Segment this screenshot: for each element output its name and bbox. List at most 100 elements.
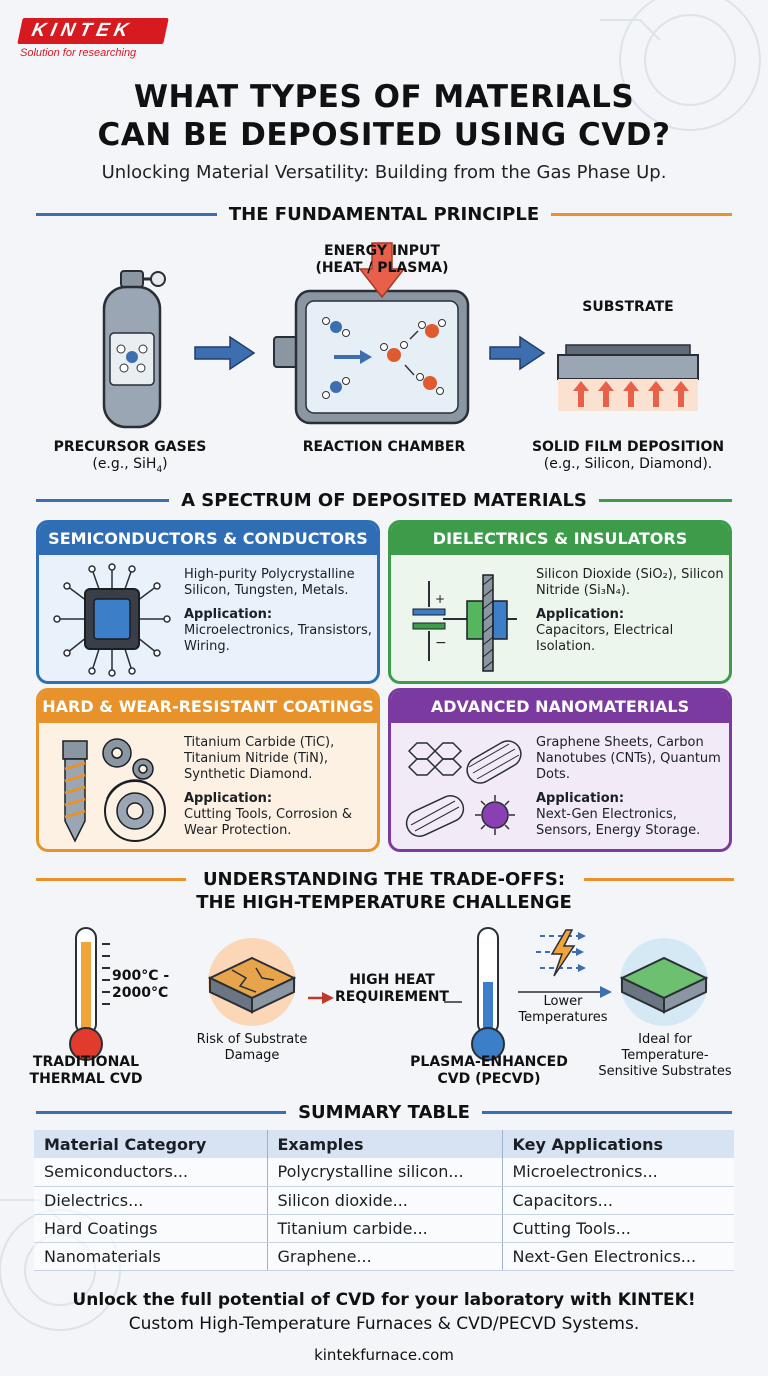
summary-heading: SUMMARY TABLE bbox=[298, 1101, 470, 1123]
tradeoffs-graphics bbox=[69, 927, 709, 1061]
card-app-label: Application: bbox=[536, 791, 625, 806]
chamber-label: REACTION CHAMBER bbox=[302, 439, 466, 455]
energy-line-1: ENERGY INPUT bbox=[324, 243, 440, 259]
table-row: Nanomaterials Graphene... Next-Gen Elect… bbox=[34, 1242, 734, 1271]
nanotube-icon bbox=[405, 795, 465, 837]
precursor-label: PRECURSOR GASES (e.g., SiH4) bbox=[40, 439, 220, 479]
table-header-row: Material Category Examples Key Applicati… bbox=[34, 1130, 734, 1158]
table-cell: Cutting Tools... bbox=[502, 1214, 734, 1243]
summary-table: Material Category Examples Key Applicati… bbox=[34, 1130, 734, 1271]
energy-line-2: (HEAT / PLASMA) bbox=[315, 260, 449, 276]
logo-tagline: Solution for researching bbox=[20, 47, 137, 59]
energy-arrow-icon bbox=[358, 242, 406, 299]
thermometer-hot-icon bbox=[69, 927, 110, 1061]
divider bbox=[584, 878, 734, 881]
divider bbox=[598, 498, 732, 502]
card-body: High-purity Polycrystalline Silicon, Tun… bbox=[39, 555, 377, 681]
substrate-label: SUBSTRATE bbox=[582, 299, 674, 315]
reaction-chamber-icon bbox=[273, 289, 470, 425]
card-hard-coatings: HARD & WEAR-RESISTANT COATINGS bbox=[36, 688, 380, 852]
ideal-line-3: Sensitive Substrates bbox=[598, 1064, 732, 1079]
table-row: Semiconductors... Polycrystalline silico… bbox=[34, 1158, 734, 1187]
card-materials: Silicon Dioxide (SiO₂), Silicon Nitride … bbox=[536, 567, 724, 598]
kintek-logo: KINTEK Solution for researching bbox=[17, 18, 169, 59]
divider bbox=[481, 1110, 732, 1114]
title-line-1: WHAT TYPES OF MATERIALS bbox=[133, 79, 635, 115]
lower-line-2: Temperatures bbox=[518, 1010, 608, 1025]
card-text: Titanium Carbide (TiC), Titanium Nitride… bbox=[184, 735, 374, 839]
pecvd-line-1: PLASMA-ENHANCED bbox=[410, 1054, 568, 1070]
card-title: ADVANCED NANOMATERIALS bbox=[391, 691, 729, 723]
tradeoffs-heading: UNDERSTANDING THE TRADE-OFFS: THE HIGH-T… bbox=[0, 868, 768, 914]
divider bbox=[551, 212, 733, 216]
capacitor-icon: + − bbox=[412, 574, 517, 672]
table-cell: Nanomaterials bbox=[34, 1242, 268, 1271]
drill-bit-icon bbox=[62, 740, 88, 843]
high-heat-label: HIGH HEAT REQUIREMENT bbox=[330, 972, 454, 1006]
drill-and-gears-icon bbox=[62, 738, 166, 843]
nanotube-icon bbox=[466, 740, 522, 784]
footer-website-link[interactable]: kintekfurnace.com bbox=[314, 1346, 454, 1364]
card-body: Graphene Sheets, Carbon Nanotubes (CNTs)… bbox=[391, 723, 729, 849]
card-app-label: Application: bbox=[184, 607, 273, 622]
card-materials: Titanium Carbide (TiC), Titanium Nitride… bbox=[184, 735, 335, 782]
tradeoffs-heading-2: THE HIGH-TEMPERATURE CHALLENGE bbox=[196, 892, 572, 913]
page-title: WHAT TYPES OF MATERIALS CAN BE DEPOSITED… bbox=[0, 78, 768, 154]
footer-products: Custom High-Temperature Furnaces & CVD/P… bbox=[128, 1314, 640, 1334]
gear-icon bbox=[102, 738, 154, 780]
temp-line-1: 900°C - bbox=[112, 968, 170, 984]
card-app-label: Application: bbox=[184, 791, 273, 806]
divider bbox=[36, 1110, 287, 1114]
title-line-2: CAN BE DEPOSITED USING CVD? bbox=[97, 117, 671, 153]
ideal-line-2: Temperature- bbox=[621, 1048, 709, 1063]
card-app: Capacitors, Electrical Isolation. bbox=[536, 623, 674, 654]
heat-line-1: HIGH HEAT bbox=[349, 972, 435, 988]
deposition-title: SOLID FILM DEPOSITION bbox=[531, 439, 725, 455]
card-semiconductors: SEMICONDUCTORS & CONDUCTORS High-purity … bbox=[36, 520, 380, 684]
section-heading-principle: THE FUNDAMENTAL PRINCIPLE bbox=[36, 202, 733, 226]
flow-arrow-icon bbox=[194, 335, 256, 371]
precursor-example-text: (e.g., SiH bbox=[92, 456, 157, 472]
card-title: SEMICONDUCTORS & CONDUCTORS bbox=[39, 523, 377, 555]
table-cell: Graphene... bbox=[267, 1242, 503, 1271]
section-heading-spectrum: A SPECTRUM OF DEPOSITED MATERIALS bbox=[36, 488, 732, 512]
table-cell: Dielectrics... bbox=[34, 1186, 268, 1215]
card-app: Cutting Tools, Corrosion & Wear Protecti… bbox=[184, 807, 353, 838]
divider bbox=[36, 212, 217, 216]
spectrum-heading: A SPECTRUM OF DEPOSITED MATERIALS bbox=[181, 489, 587, 511]
lower-line-1: Lower bbox=[543, 994, 583, 1009]
precursor-close: ) bbox=[162, 456, 168, 472]
large-gear-icon bbox=[104, 779, 166, 842]
deposition-example: (e.g., Silicon, Diamond). bbox=[543, 456, 713, 472]
card-text: High-purity Polycrystalline Silicon, Tun… bbox=[184, 567, 374, 655]
card-app: Microelectronics, Transistors, Wiring. bbox=[184, 623, 372, 654]
quantum-dot-icon bbox=[475, 795, 515, 835]
lower-temp-label: Lower Temperatures bbox=[508, 994, 618, 1026]
logo-brand: KINTEK bbox=[17, 18, 169, 44]
pecvd-line-2: CVD (PECVD) bbox=[437, 1071, 541, 1087]
column-header: Material Category bbox=[34, 1130, 268, 1158]
card-body: Titanium Carbide (TiC), Titanium Nitride… bbox=[39, 723, 377, 849]
risk-line-1: Risk of Substrate bbox=[196, 1032, 308, 1047]
table-row: Hard Coatings Titanium carbide... Cuttin… bbox=[34, 1214, 734, 1243]
gas-cylinder-icon bbox=[102, 270, 166, 429]
divider bbox=[36, 498, 170, 502]
thermometer-cool-icon bbox=[471, 927, 505, 1061]
card-title: HARD & WEAR-RESISTANT COATINGS bbox=[39, 691, 377, 723]
precursor-title: PRECURSOR GASES bbox=[53, 439, 207, 455]
temp-line-2: 2000°C bbox=[112, 985, 169, 1001]
svg-text:+: + bbox=[435, 592, 445, 606]
ideal-substrate-icon bbox=[619, 938, 709, 1026]
nanostructures-icon bbox=[405, 740, 522, 837]
risk-line-2: Damage bbox=[224, 1048, 280, 1063]
risk-label: Risk of Substrate Damage bbox=[182, 1032, 322, 1064]
table-cell: Microelectronics... bbox=[502, 1158, 734, 1187]
card-title: DIELECTRICS & INSULATORS bbox=[391, 523, 729, 555]
card-dielectrics: DIELECTRICS & INSULATORS + − Silicon Dio… bbox=[388, 520, 732, 684]
table-row: Dielectrics... Silicon dioxide... Capaci… bbox=[34, 1186, 734, 1215]
column-header: Key Applications bbox=[502, 1130, 734, 1158]
card-app-label: Application: bbox=[536, 607, 625, 622]
table-cell: Polycrystalline silicon... bbox=[267, 1158, 503, 1187]
heat-line-2: REQUIREMENT bbox=[335, 989, 449, 1005]
